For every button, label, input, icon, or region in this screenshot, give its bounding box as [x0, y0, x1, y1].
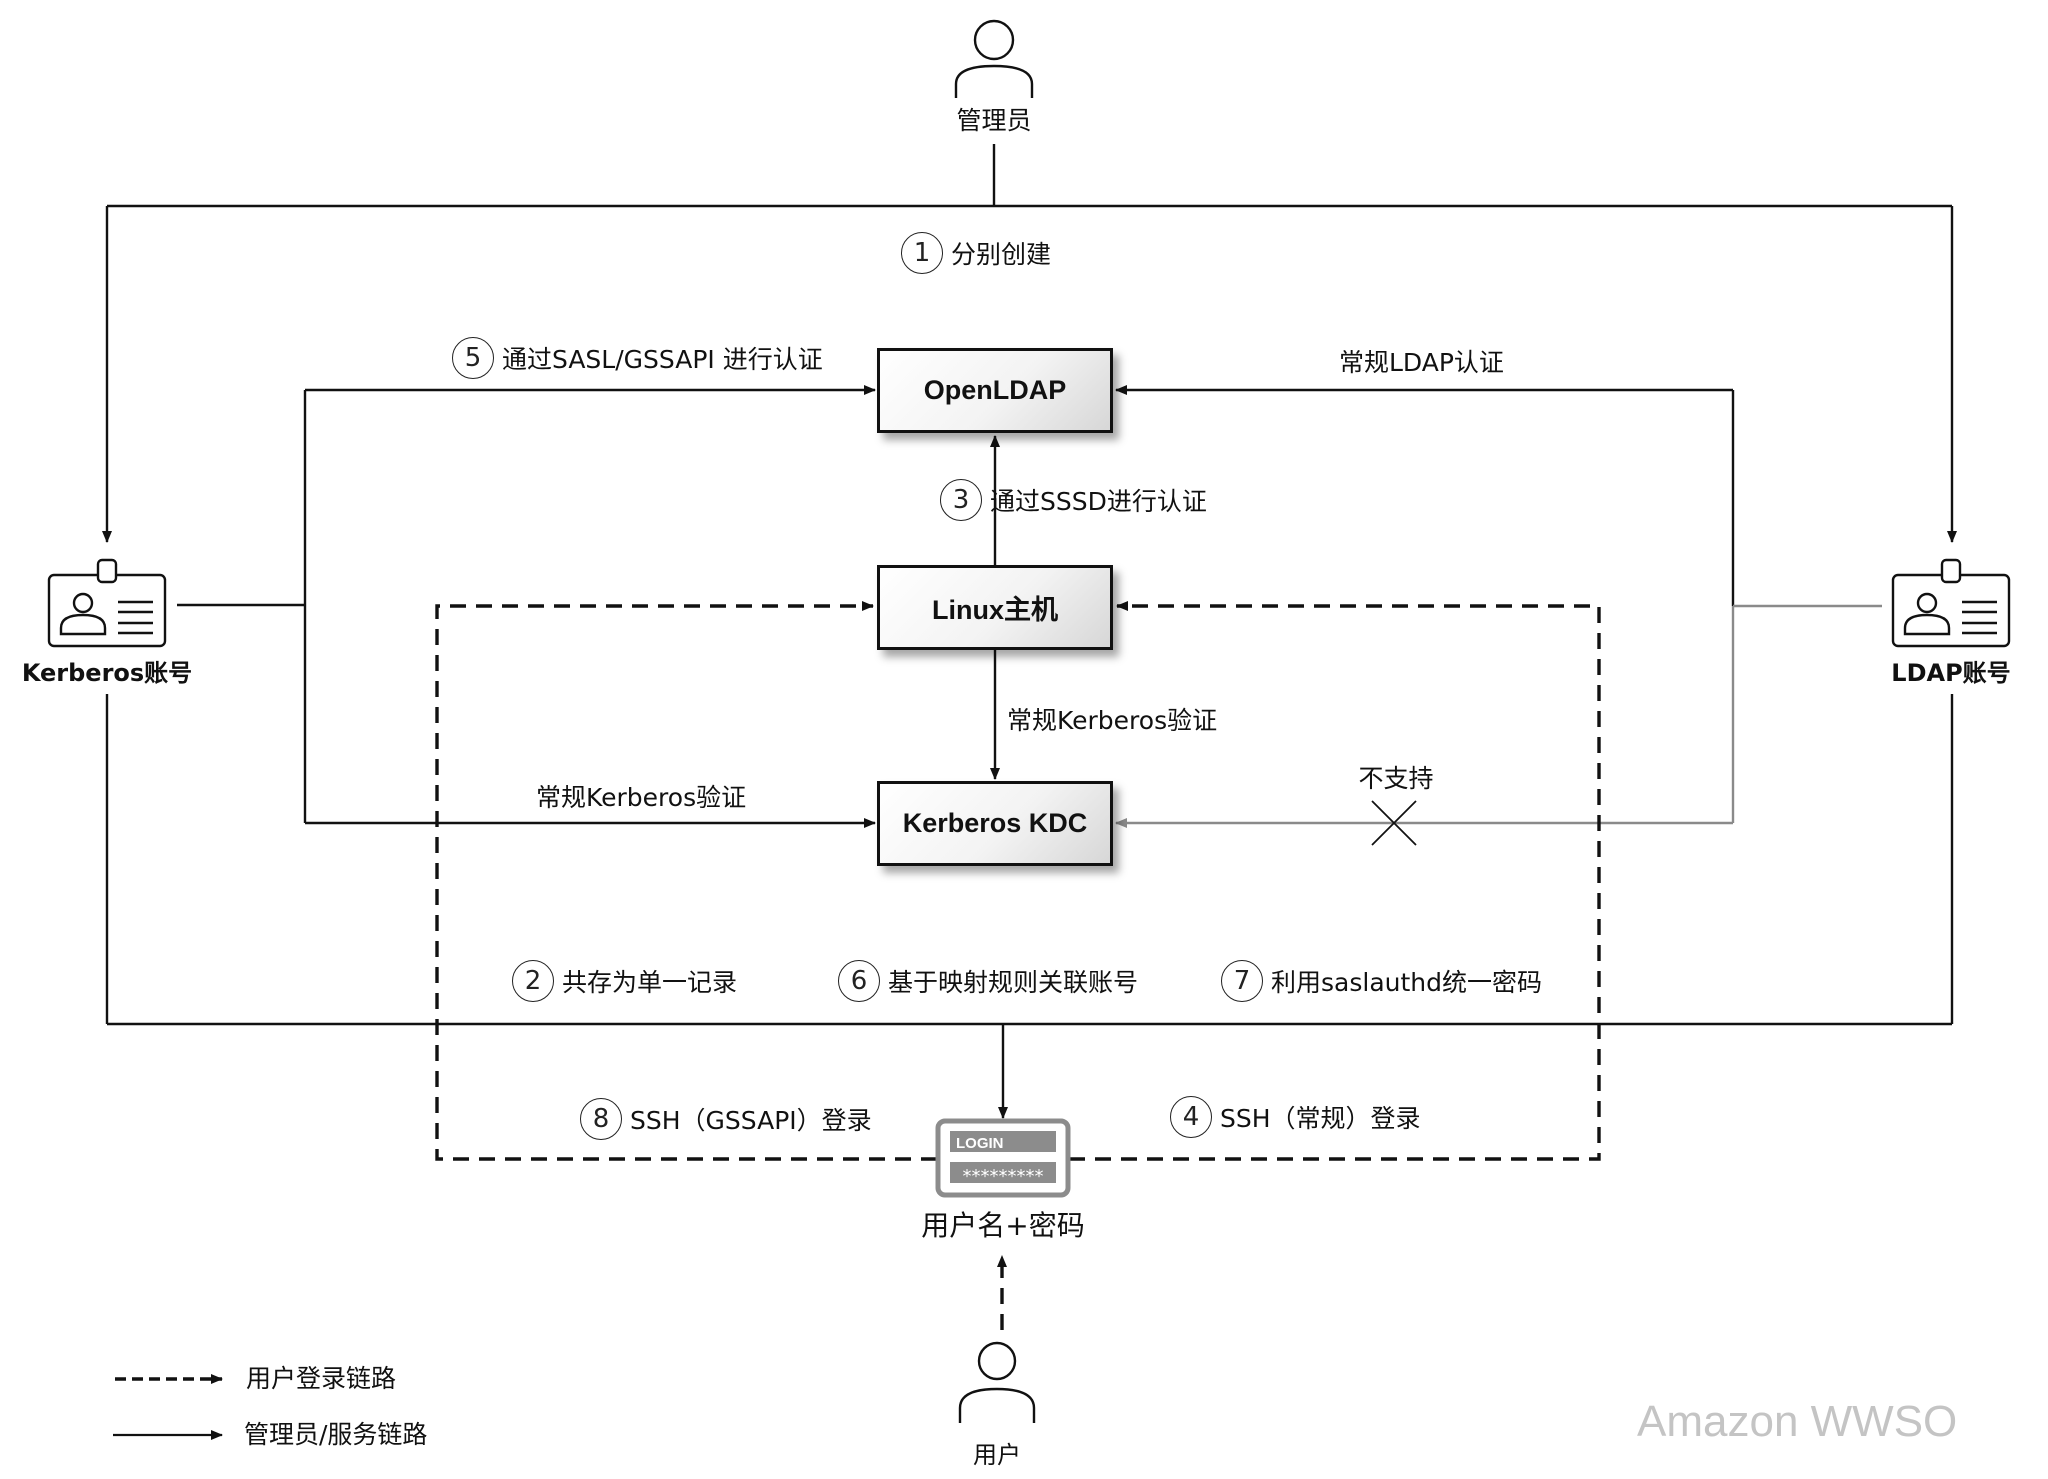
step-6: 6 基于映射规则关联账号 [838, 960, 1138, 1002]
kerberos-account-label: Kerberos账号 [21, 659, 193, 687]
step-text: 分别创建 [951, 240, 1052, 269]
not-supported-label: 不支持 [1358, 764, 1434, 793]
kerberos-auth-left-label: 常规Kerberos验证 [536, 783, 747, 812]
user-person-icon [958, 1341, 1036, 1423]
login-caption: 用户名+密码 [921, 1209, 1085, 1242]
step-4: 4 SSH（常规）登录 [1170, 1096, 1421, 1138]
step-number: 3 [940, 479, 982, 521]
legend-lines [113, 1374, 223, 1440]
login-field-label: LOGIN [956, 1135, 1004, 1152]
step-text: SSH（常规）登录 [1220, 1104, 1421, 1133]
linux-host-label: Linux主机 [932, 595, 1058, 625]
step-text: 基于映射规则关联账号 [888, 968, 1139, 997]
dashed-login-left [435, 601, 937, 1161]
step-number: 5 [452, 337, 494, 379]
user-login-links [435, 601, 1601, 1330]
legend-solid-label: 管理员/服务链路 [244, 1420, 428, 1449]
ldap-account-badge-icon [1891, 558, 2011, 648]
watermark: Amazon WWSO [1637, 1397, 1958, 1446]
step-text: 利用saslauthd统一密码 [1271, 968, 1542, 997]
step-text: SSH（GSSAPI）登录 [630, 1106, 872, 1135]
step-text: 共存为单一记录 [562, 968, 738, 997]
kerberos-kdc-node[interactable]: Kerberos KDC [877, 781, 1113, 866]
step-1: 1 分别创建 [901, 232, 1051, 274]
dashed-login-right [1069, 601, 1601, 1161]
kerberos-account-badge-icon [47, 558, 167, 648]
openldap-label: OpenLDAP [923, 375, 1067, 405]
linux-host-node[interactable]: Linux主机 [877, 565, 1113, 650]
step-number: 8 [580, 1098, 622, 1140]
step-number: 6 [838, 960, 880, 1002]
step-number: 7 [1221, 960, 1263, 1002]
ldap-account-label: LDAP账号 [1891, 659, 2011, 687]
step-number: 4 [1170, 1096, 1212, 1138]
step-number: 2 [512, 960, 554, 1002]
step-3: 3 通过SSSD进行认证 [940, 479, 1207, 521]
openldap-node[interactable]: OpenLDAP [877, 348, 1113, 433]
user-label: 用户 [973, 1441, 1021, 1469]
step-7: 7 利用saslauthd统一密码 [1221, 960, 1542, 1002]
admin-label: 管理员 [956, 106, 1032, 135]
step-text: 通过SASL/GSSAPI 进行认证 [502, 345, 823, 374]
step-text: 通过SSSD进行认证 [990, 487, 1207, 516]
step-8: 8 SSH（GSSAPI）登录 [580, 1098, 872, 1140]
kerberos-auth-vertical-label: 常规Kerberos验证 [1007, 706, 1218, 735]
step-number: 1 [901, 232, 943, 274]
step-2: 2 共存为单一记录 [512, 960, 737, 1002]
legend-dashed-label: 用户登录链路 [246, 1364, 397, 1393]
admin-service-links [102, 144, 1957, 1119]
login-form-icon: LOGIN ********* [935, 1118, 1071, 1198]
not-supported-x-icon [1371, 800, 1417, 846]
kerberos-kdc-label: Kerberos KDC [902, 808, 1088, 838]
unsupported-link [1115, 604, 1882, 828]
login-password-mask: ********* [963, 1166, 1044, 1187]
admin-person-icon [954, 19, 1034, 98]
step-5: 5 通过SASL/GSSAPI 进行认证 [452, 337, 823, 379]
ldap-auth-label: 常规LDAP认证 [1339, 348, 1504, 377]
